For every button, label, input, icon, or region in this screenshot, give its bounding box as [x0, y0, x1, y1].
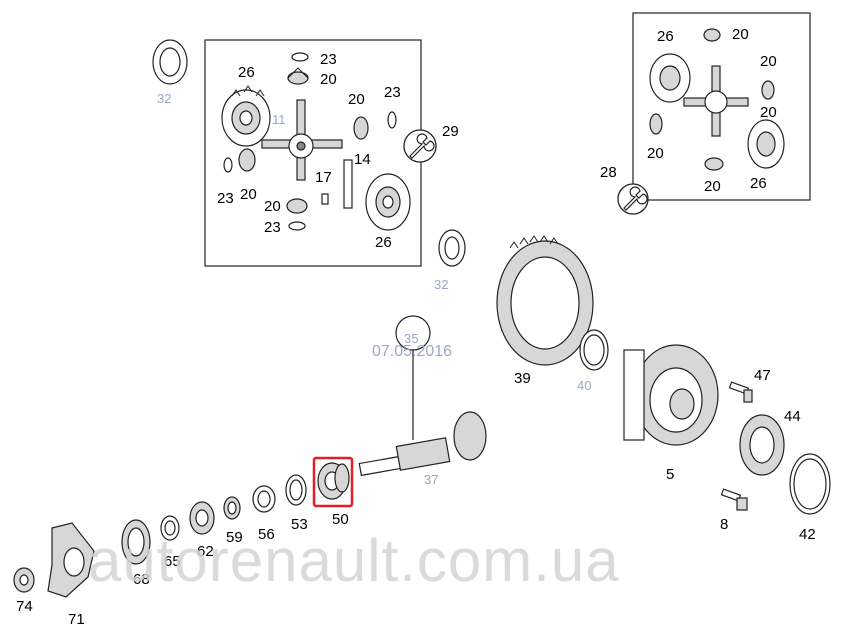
- spider-cross-11[interactable]: [261, 99, 343, 181]
- pinion-20-right[interactable]: [353, 116, 369, 140]
- label-28: 28: [600, 164, 617, 181]
- pinion-20-bottom[interactable]: [286, 198, 308, 214]
- label-47: 47: [754, 367, 771, 384]
- label-44: 44: [784, 408, 801, 425]
- flange-71[interactable]: [47, 522, 95, 598]
- label-r26-top: 26: [657, 28, 674, 45]
- ring-gear-39[interactable]: [496, 235, 594, 366]
- washer-23-top[interactable]: [291, 52, 309, 62]
- label-8: 8: [720, 516, 728, 533]
- wrench-icon-28[interactable]: [617, 183, 649, 215]
- pinion-20-left[interactable]: [238, 148, 256, 172]
- label-r20-bottom: 20: [704, 178, 721, 195]
- washer-23-bottom[interactable]: [288, 221, 306, 231]
- pinion-20-box-bottom[interactable]: [704, 157, 724, 171]
- label-65: 65: [164, 553, 181, 570]
- label-20-right: 20: [348, 91, 365, 108]
- label-r26-bottom: 26: [750, 175, 767, 192]
- ring-42[interactable]: [789, 453, 831, 515]
- bearing-62[interactable]: [189, 501, 215, 535]
- spacer-56[interactable]: [252, 485, 276, 513]
- pinion-20-box-right[interactable]: [761, 80, 775, 100]
- washer-23-left[interactable]: [223, 157, 233, 173]
- ring-40[interactable]: [579, 329, 609, 371]
- wrench-icon-29[interactable]: [403, 129, 437, 163]
- date-stamp: 07.05.2016: [372, 343, 452, 360]
- differential-housing-5[interactable]: [623, 344, 719, 446]
- label-r20-right: 20: [760, 53, 777, 70]
- right-detail-box: [632, 12, 811, 201]
- label-26-right: 26: [375, 234, 392, 251]
- pin-14[interactable]: [343, 159, 353, 209]
- label-23-right: 23: [384, 84, 401, 101]
- spider-cross-box[interactable]: [683, 65, 749, 137]
- label-23-left: 23: [217, 190, 234, 207]
- label-56: 56: [258, 526, 275, 543]
- label-74: 74: [16, 598, 33, 615]
- label-32-top: 32: [157, 91, 171, 106]
- pinion-shaft-37[interactable]: [358, 411, 487, 477]
- washer-32-bottom[interactable]: [438, 229, 466, 267]
- label-r20-right-mid: 20: [760, 104, 777, 121]
- label-53: 53: [291, 516, 308, 533]
- side-gear-26-right[interactable]: [365, 173, 411, 231]
- side-gear-26-left[interactable]: [221, 85, 271, 147]
- label-20-top: 20: [320, 71, 337, 88]
- label-29: 29: [442, 123, 459, 140]
- label-35: 35: [404, 331, 418, 346]
- side-gear-26-box-bottom[interactable]: [747, 119, 785, 169]
- bearing-50[interactable]: [317, 462, 350, 500]
- label-11: 11: [272, 112, 286, 127]
- callout-35: [395, 315, 431, 440]
- label-59: 59: [226, 529, 243, 546]
- label-r20-left: 20: [647, 145, 664, 162]
- bolt-8[interactable]: [720, 488, 748, 511]
- label-26-left: 26: [238, 64, 255, 81]
- label-20-bottom: 20: [264, 198, 281, 215]
- bolt-47[interactable]: [728, 381, 753, 403]
- side-gear-26-right-box-top[interactable]: [649, 53, 691, 103]
- shim-59[interactable]: [223, 496, 241, 520]
- label-32-bottom: 32: [434, 277, 448, 292]
- label-42: 42: [799, 526, 816, 543]
- pinion-20-top[interactable]: [287, 67, 309, 85]
- bearing-44[interactable]: [739, 414, 785, 476]
- label-5: 5: [666, 466, 674, 483]
- watermark: autorenault.com.ua: [88, 527, 620, 594]
- label-39: 39: [514, 370, 531, 387]
- label-14: 14: [354, 151, 371, 168]
- label-17: 17: [315, 169, 332, 186]
- washer-32-top[interactable]: [152, 39, 188, 85]
- label-62: 62: [197, 543, 214, 560]
- label-23-bottom: 23: [264, 219, 281, 236]
- pinion-20-box-top[interactable]: [703, 28, 721, 42]
- pinion-20-box-left[interactable]: [649, 113, 663, 135]
- label-37: 37: [424, 472, 438, 487]
- ring-53[interactable]: [285, 474, 307, 506]
- label-23-top: 23: [320, 51, 337, 68]
- nut-74[interactable]: [13, 567, 35, 593]
- ring-65[interactable]: [160, 515, 180, 541]
- label-68: 68: [133, 571, 150, 588]
- label-20-left: 20: [240, 186, 257, 203]
- seal-68[interactable]: [121, 519, 151, 565]
- label-r20-top: 20: [732, 26, 749, 43]
- washer-23-right[interactable]: [387, 111, 397, 129]
- highlight-box-50: [312, 456, 354, 508]
- pin-17[interactable]: [321, 193, 329, 205]
- label-40: 40: [577, 378, 591, 393]
- label-50: 50: [332, 511, 349, 528]
- label-71: 71: [68, 611, 85, 628]
